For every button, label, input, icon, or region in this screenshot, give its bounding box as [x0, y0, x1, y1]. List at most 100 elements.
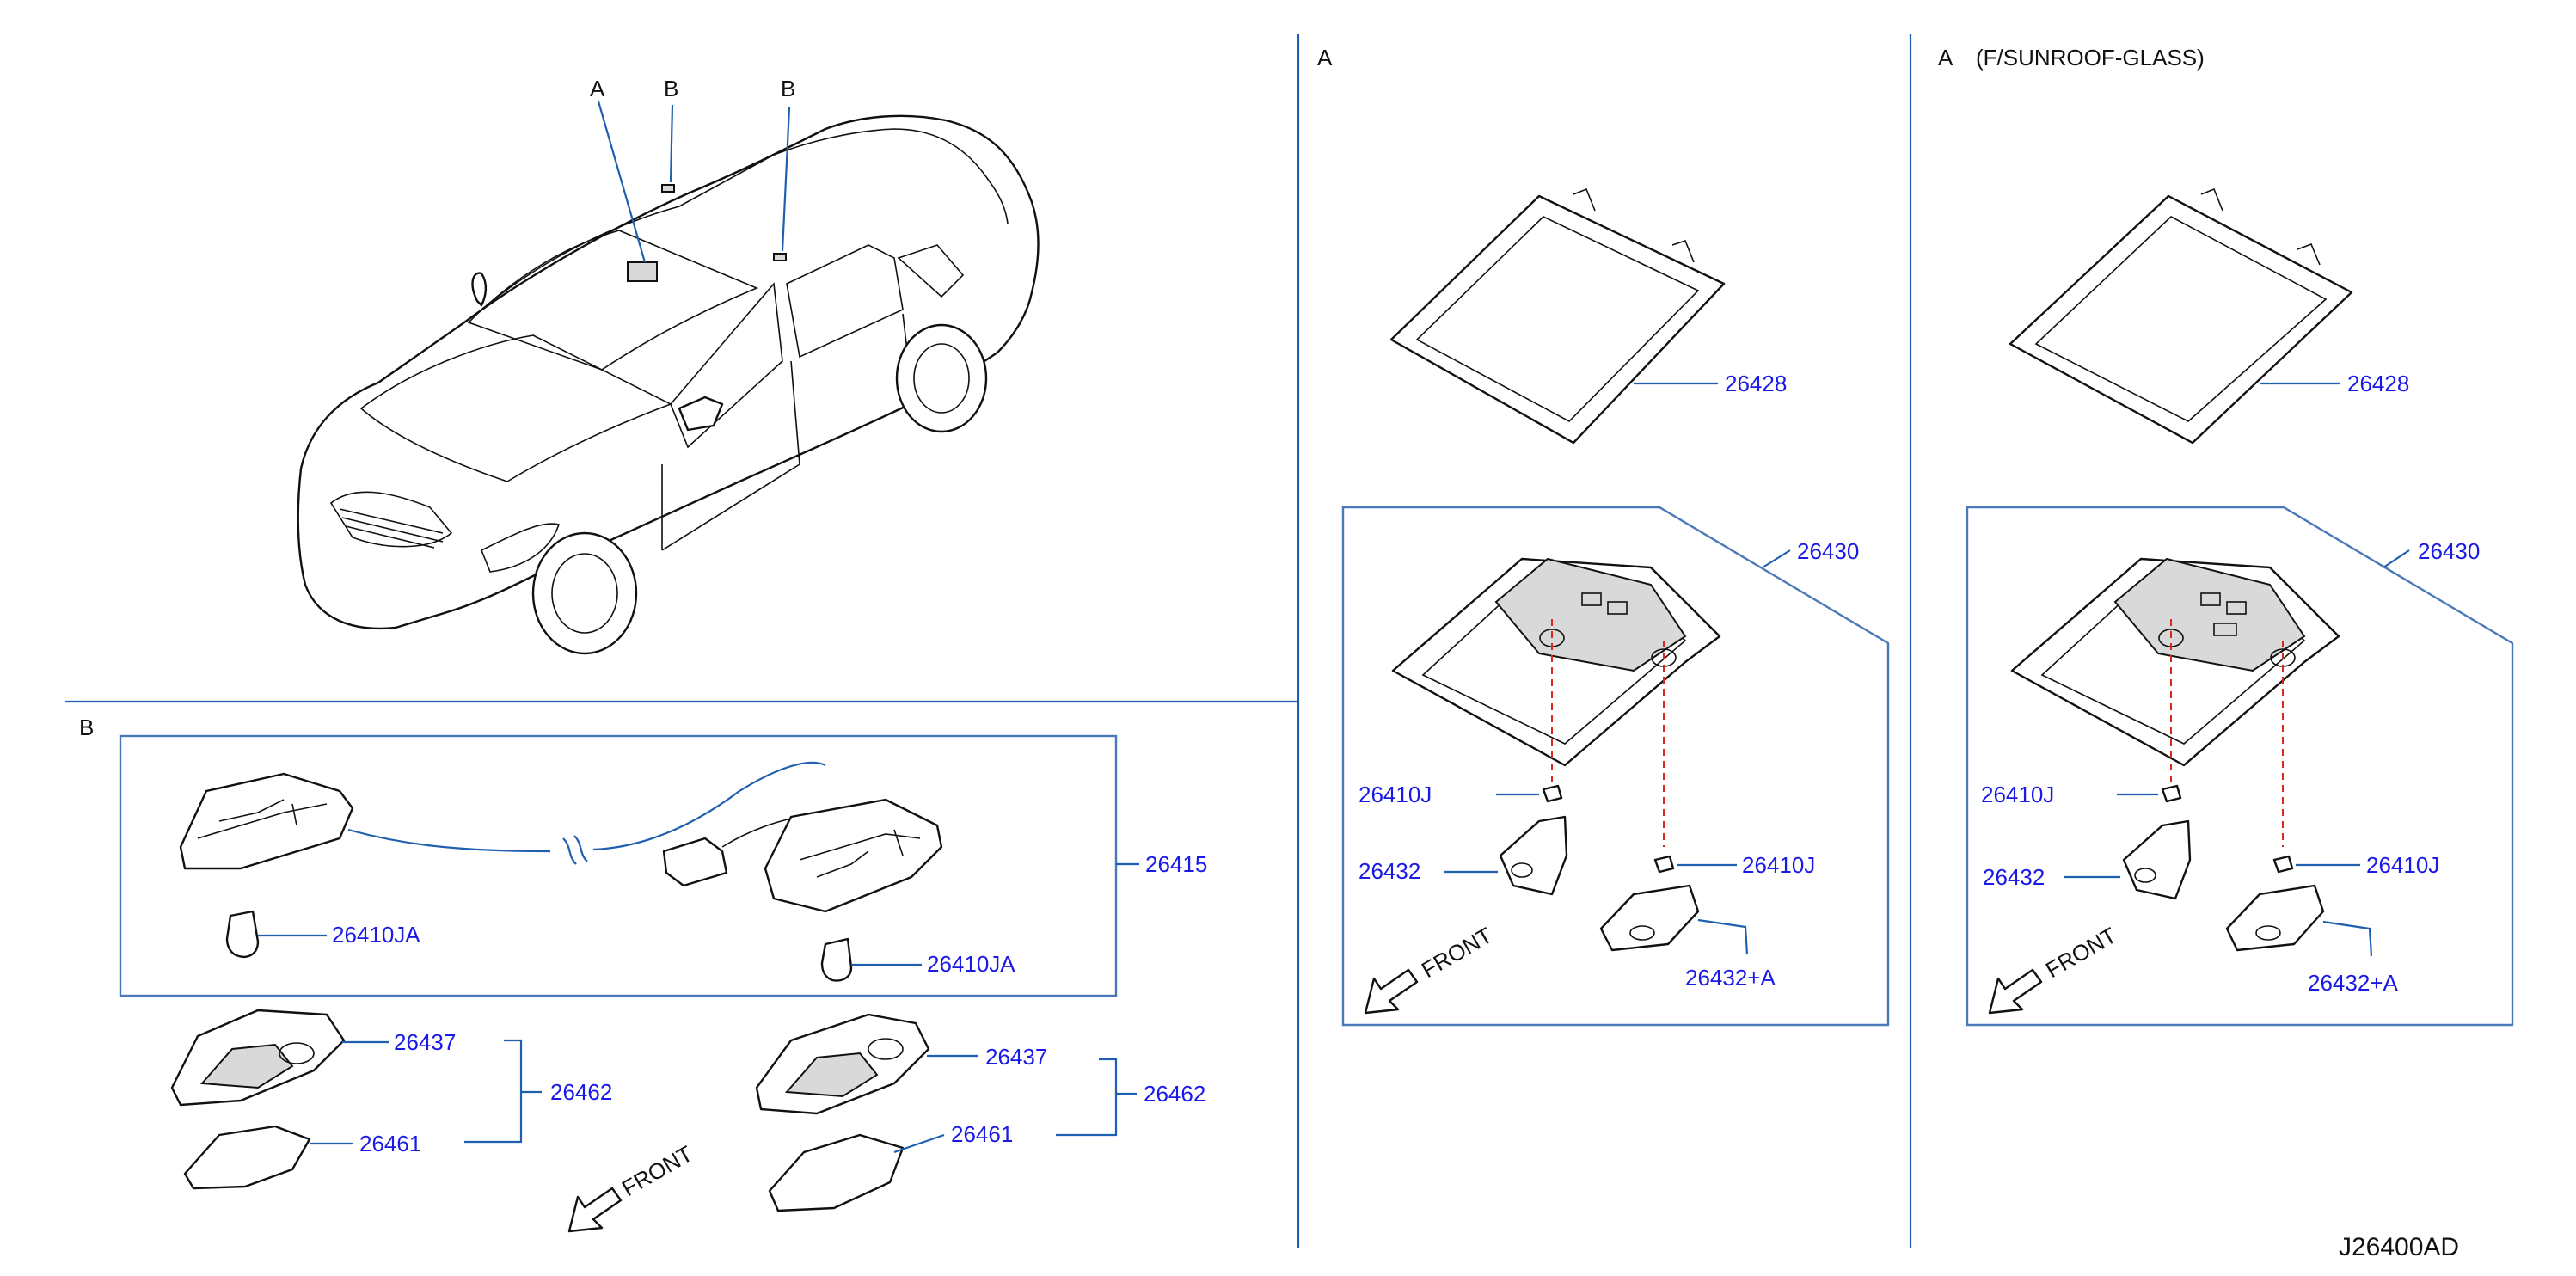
bulb-26410j-s2 — [2272, 855, 2294, 874]
part-26410j-s1: 26410J — [1981, 782, 2054, 807]
lamp-assy-sunroof-switch-3 — [2213, 623, 2237, 636]
front-label-a: FRONT — [1417, 922, 1497, 983]
room-lamp-left-detail — [197, 799, 328, 839]
part-26462-left: 26462 — [550, 1079, 612, 1105]
bulb-26410j-a2 — [1653, 855, 1675, 874]
lens-26432-sunroof — [2122, 819, 2192, 900]
lens-26432-a — [1499, 815, 1568, 896]
part-26461-left: 26461 — [359, 1131, 421, 1156]
part-26432a-a: 26432+A — [1685, 965, 1776, 991]
section-b: B 26410JA 26410JA 26415 26437 26461 2 — [79, 715, 1207, 1233]
bezel-26428 — [1389, 194, 1726, 445]
part-26428-sunroof: 26428 — [2347, 371, 2409, 396]
lamp-assy-sunroof-switch-1 — [2200, 592, 2221, 606]
car-room-lamp-2 — [773, 253, 787, 261]
section-a-sunroof-title: A — [1938, 45, 1953, 71]
part-26410j-a1: 26410J — [1359, 782, 1432, 807]
callout-b2-leader — [781, 107, 791, 252]
bezel-26428-tabs — [1573, 187, 1695, 263]
section-dividers — [65, 34, 1912, 1248]
lens-26432a-a — [1599, 884, 1700, 952]
lamp-lens-left — [183, 1125, 311, 1190]
car-side-window-front — [670, 282, 783, 449]
callout-b2-label: B — [781, 76, 795, 101]
car-side-window-rear — [786, 244, 904, 359]
room-lamp-left — [179, 772, 354, 870]
front-arrow-sunroof — [1988, 968, 2043, 1015]
car-headlight — [480, 523, 561, 573]
drawing-id: J26400AD — [2339, 1233, 2459, 1261]
part-26432-a: 26432 — [1359, 858, 1420, 884]
lamp-housing-right-detail — [784, 1052, 879, 1098]
lamp-assy-frame-sunroof — [1966, 506, 2514, 1027]
callout-b1-label: B — [664, 76, 678, 101]
harness-assembly-frame — [119, 734, 1118, 997]
leader-26430-sunroof — [2383, 549, 2410, 568]
lamp-housing-left-detail — [199, 1043, 294, 1089]
room-lamp-right-detail — [799, 829, 921, 878]
section-b-title: B — [79, 715, 94, 740]
bulb-26410ja-right — [820, 937, 853, 982]
car-hood — [359, 334, 672, 482]
bezel-26428-inner — [1415, 216, 1700, 422]
vehicle-overview: A B B — [297, 76, 1040, 655]
callout-b1-leader — [669, 104, 674, 183]
front-arrow-b — [567, 1187, 623, 1233]
bezel-26428-sunroof-inner — [2034, 216, 2328, 422]
part-26410ja-right: 26410JA — [927, 951, 1015, 977]
bracket-26462-right — [1056, 1058, 1137, 1137]
harness-connector — [662, 837, 728, 887]
lamp-assy-sunroof-switch-2 — [2226, 601, 2247, 615]
leader-26430-a — [1762, 549, 1791, 568]
lamp-housing-left-socket — [279, 1042, 315, 1064]
bulb-26410j-s1 — [2161, 784, 2182, 803]
section-a-sunroof-subtitle: (F/SUNROOF-GLASS) — [1976, 45, 2205, 71]
lens-26432a-sunroof — [2225, 884, 2325, 952]
part-26437-right: 26437 — [985, 1044, 1047, 1070]
lamp-housing-right-socket — [868, 1038, 904, 1060]
section-a-standard: A 26428 26430 26410J 26410J 26432 — [1317, 45, 1890, 1027]
car-side-mirror — [678, 396, 724, 432]
bezel-26428-sunroof-tabs — [2200, 187, 2321, 266]
part-26410j-a2: 26410J — [1742, 852, 1815, 878]
car-roof — [481, 128, 1009, 310]
lamp-assy-a-switch-1 — [1581, 592, 1602, 606]
lens-26432-sunroof-window — [2134, 868, 2156, 883]
car-antenna — [471, 272, 488, 307]
car-windshield — [467, 230, 759, 371]
part-26410ja-left: 26410JA — [332, 922, 420, 948]
section-a-title: A — [1317, 45, 1333, 71]
car-front-rim — [551, 553, 618, 634]
bezel-26428-sunroof — [2009, 194, 2353, 445]
car-rear-window — [897, 244, 965, 298]
lamp-assy-a-switch-2 — [1607, 601, 1628, 615]
car-door-line — [661, 313, 912, 551]
part-26415: 26415 — [1145, 851, 1207, 877]
car-grille — [329, 491, 453, 548]
part-26432-sunroof: 26432 — [1983, 864, 2045, 890]
lamp-lens-right — [768, 1133, 905, 1212]
callout-a-leader — [597, 101, 647, 263]
part-26430-sunroof: 26430 — [2418, 538, 2480, 564]
car-rear-wheel — [895, 323, 988, 433]
leader-26432a-a — [1697, 918, 1749, 955]
section-a-sunroof: A (F/SUNROOF-GLASS) 26428 26430 26410J 2… — [1938, 45, 2514, 1027]
lamp-assy-a-console — [1494, 557, 1687, 672]
part-26462-right: 26462 — [1144, 1081, 1205, 1107]
leader-26432a-sunroof — [2322, 920, 2373, 957]
car-front-wheel — [531, 531, 638, 655]
wiring-harness — [347, 761, 826, 853]
room-lamp-right — [764, 798, 943, 913]
car-grille-slats — [339, 508, 444, 549]
leader-26461-right — [893, 1133, 945, 1154]
car-rear-rim — [913, 343, 970, 414]
part-26428-a: 26428 — [1725, 371, 1787, 396]
car-room-lamp-1 — [661, 184, 675, 193]
lens-26432a-a-window — [1629, 925, 1655, 941]
lamp-assy-frame-a — [1341, 506, 1890, 1027]
front-label-b: FRONT — [617, 1140, 697, 1201]
car-body-outline — [297, 114, 1040, 630]
front-arrow-a — [1364, 968, 1419, 1015]
bulb-26410j-a1 — [1542, 784, 1563, 803]
